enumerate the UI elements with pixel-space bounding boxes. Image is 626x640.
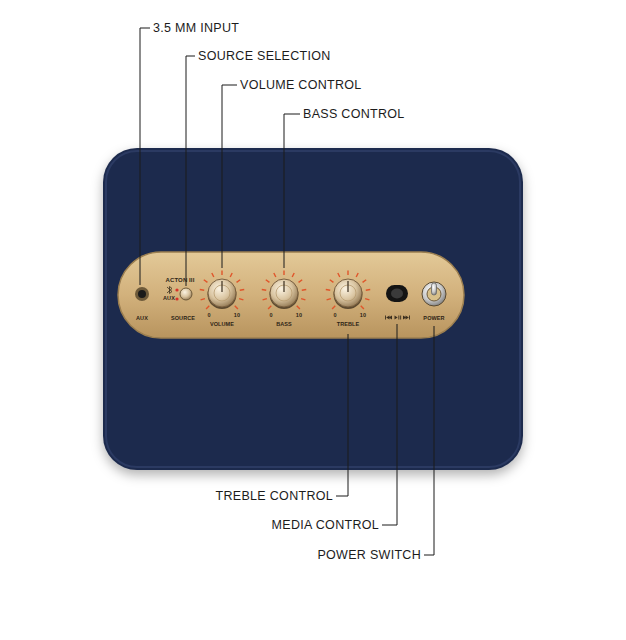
leader-lines (140, 28, 434, 555)
leader-line (222, 85, 237, 268)
knob-pointer (347, 281, 348, 292)
body-edge (106, 151, 520, 467)
knob-cap (334, 279, 362, 307)
knob-shadow (208, 280, 237, 309)
leader-line (424, 326, 434, 555)
scale-number: 0 (207, 313, 210, 319)
knob-tick (326, 289, 330, 291)
power-switch-ring (422, 282, 446, 306)
media-symbols (385, 316, 410, 320)
knob-shadow (270, 280, 299, 309)
knob-tick (201, 299, 205, 300)
media-button-face (391, 289, 403, 299)
knob-tick (292, 273, 294, 277)
knob-tick (302, 289, 306, 291)
leader-line (336, 334, 348, 496)
knob (326, 271, 370, 310)
speaker-body (103, 148, 523, 470)
leader-line (140, 28, 150, 285)
knob-pointer (283, 281, 284, 292)
panel-label: AUX (136, 316, 148, 322)
led (175, 288, 178, 291)
knob-tick (366, 289, 370, 291)
callout-label: BASS CONTROL (303, 108, 405, 121)
knob-tick (356, 273, 358, 277)
knobs (200, 271, 370, 310)
callout-label: 3.5 MM INPUT (153, 22, 239, 35)
knob-tick (263, 299, 267, 300)
knob-tick (301, 299, 305, 300)
aux-jack (138, 290, 146, 298)
knob-tick (206, 306, 209, 309)
knob (262, 271, 306, 310)
callout-label: MEDIA CONTROL (272, 519, 379, 532)
knob-tick (266, 280, 270, 283)
leader-line (186, 56, 195, 286)
bluetooth-symbol (167, 287, 172, 294)
knob-tick (299, 280, 303, 283)
knob-tick (239, 299, 243, 300)
leader-line (284, 114, 300, 268)
knob-tick (361, 306, 364, 309)
knob-tick (330, 280, 334, 283)
knob-tick (235, 306, 238, 309)
scale-number: 10 (296, 313, 302, 319)
callout-label: POWER SWITCH (317, 549, 421, 562)
knob-cap (270, 279, 298, 307)
panel-label: POWER (423, 316, 444, 322)
knob-tick (240, 289, 244, 291)
media-button (386, 285, 408, 302)
aux-jack-ring (135, 287, 149, 301)
knob (200, 271, 244, 310)
scale-number: 0 (333, 313, 336, 319)
knob-tick (332, 306, 335, 309)
leader-line (382, 324, 397, 525)
panel-label: AUX (163, 296, 175, 302)
knob-tick (221, 271, 222, 276)
power-toggle (432, 283, 437, 295)
knob-tick (204, 280, 208, 283)
knob-tick (363, 280, 367, 283)
knob-tick (230, 273, 232, 277)
source-button (180, 288, 192, 300)
panel-label: VOLUME (210, 322, 234, 328)
knob-shadow (334, 280, 363, 309)
scale-number: 10 (234, 313, 240, 319)
knob-tick (212, 273, 214, 277)
knob-tick (268, 306, 271, 309)
knob-tick (237, 280, 241, 283)
panel-label: TREBLE (337, 322, 360, 328)
callout-label: SOURCE SELECTION (198, 50, 331, 63)
knob-tick (297, 306, 300, 309)
knob-tick (338, 273, 340, 277)
knob-tick (365, 299, 369, 300)
callout-label: TREBLE CONTROL (216, 490, 333, 503)
model-name: ACTON III (166, 277, 195, 283)
scale-number: 10 (360, 313, 366, 319)
led (175, 297, 178, 300)
knob-tick (347, 271, 348, 276)
knob-tick (327, 299, 331, 300)
callout-label: VOLUME CONTROL (240, 79, 362, 92)
knob-pointer (221, 281, 222, 292)
control-plate (118, 252, 464, 338)
knob-tick (262, 289, 266, 291)
knob-tick (283, 271, 284, 276)
knob-tick (274, 273, 276, 277)
scale-number: 0 (269, 313, 272, 319)
panel-label: BASS (276, 322, 292, 328)
knob-tick (200, 289, 204, 291)
panel-label: SOURCE (171, 316, 195, 322)
knob-cap (208, 279, 236, 307)
